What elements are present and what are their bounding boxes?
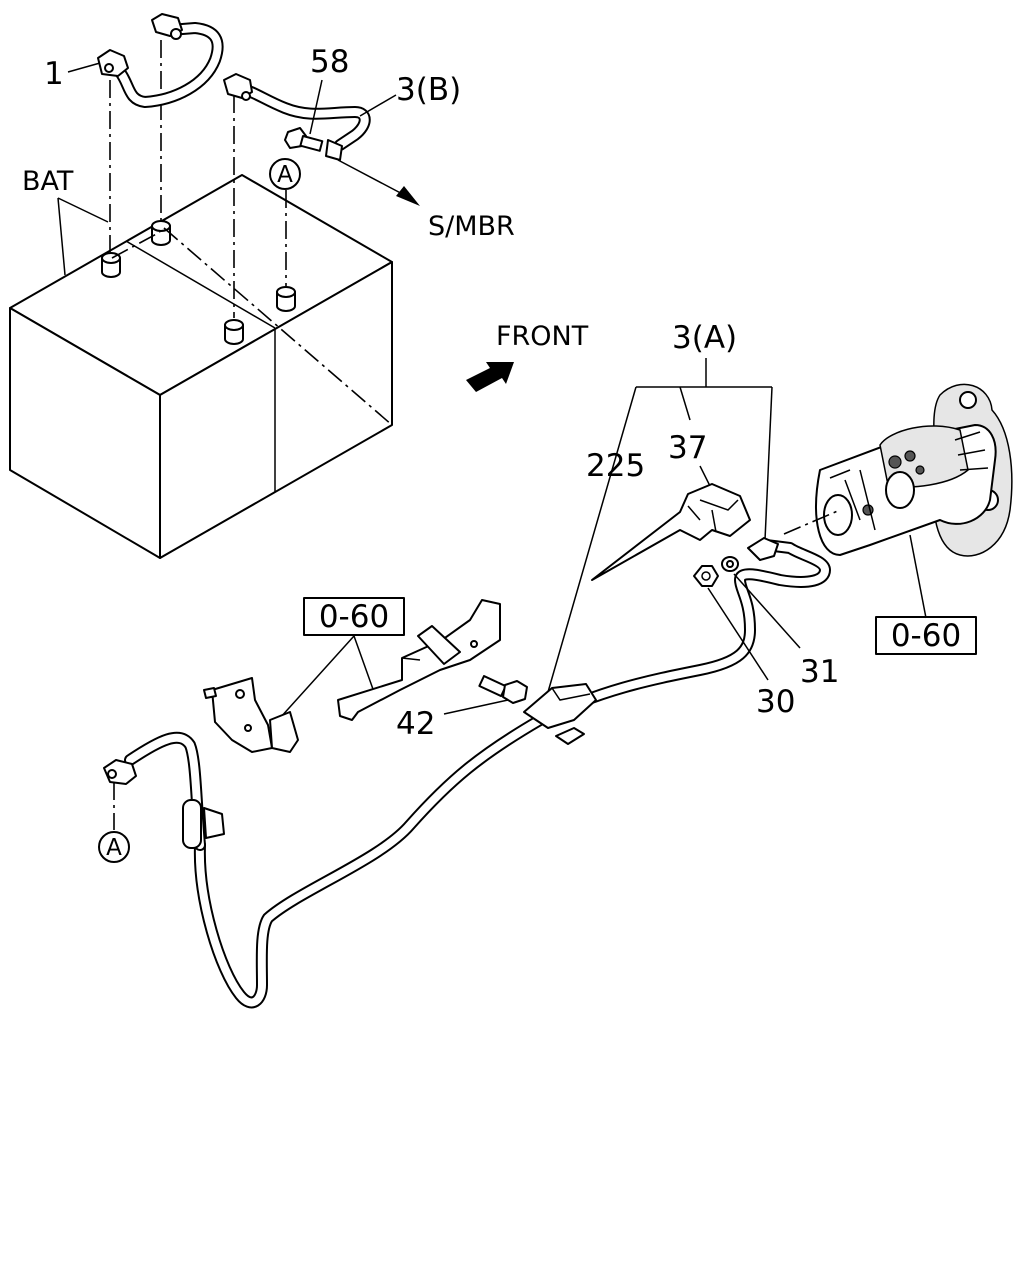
part-37-label: 37 (668, 430, 707, 466)
ref-060-right-label: 0-60 (891, 618, 961, 654)
part-225-label: 225 (586, 448, 645, 484)
battery-terminal-post (276, 286, 296, 312)
reference-a-marker-bottom: A (98, 831, 130, 863)
ref-a-bottom-label: A (106, 835, 122, 861)
ref-a-top-label: A (277, 162, 293, 188)
battery-terminal-post (101, 252, 121, 278)
mounting-bracket-long (337, 599, 501, 721)
bolt-58 (284, 127, 324, 152)
front-arrow: FRONT (466, 321, 589, 392)
reference-box-060-right: 0-60 (875, 616, 977, 655)
battery-terminal-post (224, 319, 244, 345)
part-58-label: 58 (310, 44, 349, 80)
terminal-cover-37 (591, 483, 751, 581)
reference-box-060-left: 0-60 (303, 597, 405, 636)
mounting-bracket-small (203, 677, 299, 753)
bat-label: BAT (22, 166, 74, 197)
washer-31 (721, 556, 739, 572)
starter-motor (815, 383, 1013, 557)
front-label: FRONT (496, 321, 589, 352)
part-3b-label: 3(B) (396, 72, 461, 108)
smbr-label: S/MBR (428, 211, 515, 242)
reference-a-marker-top: A (269, 158, 301, 190)
battery-terminal-post (151, 220, 171, 246)
part-31-label: 31 (800, 654, 839, 690)
part-3a-label: 3(A) (672, 320, 737, 356)
cable-3b (223, 73, 371, 161)
ref-060-left-label: 0-60 (319, 599, 389, 635)
nut-30 (693, 565, 719, 587)
part-42-label: 42 (396, 706, 435, 742)
bolt-42 (478, 675, 528, 704)
part-1-label: 1 (44, 56, 64, 92)
battery-connector-cable (97, 13, 224, 108)
part-30-label: 30 (756, 684, 795, 720)
main-cable-3a (103, 537, 831, 1009)
battery (9, 40, 393, 559)
